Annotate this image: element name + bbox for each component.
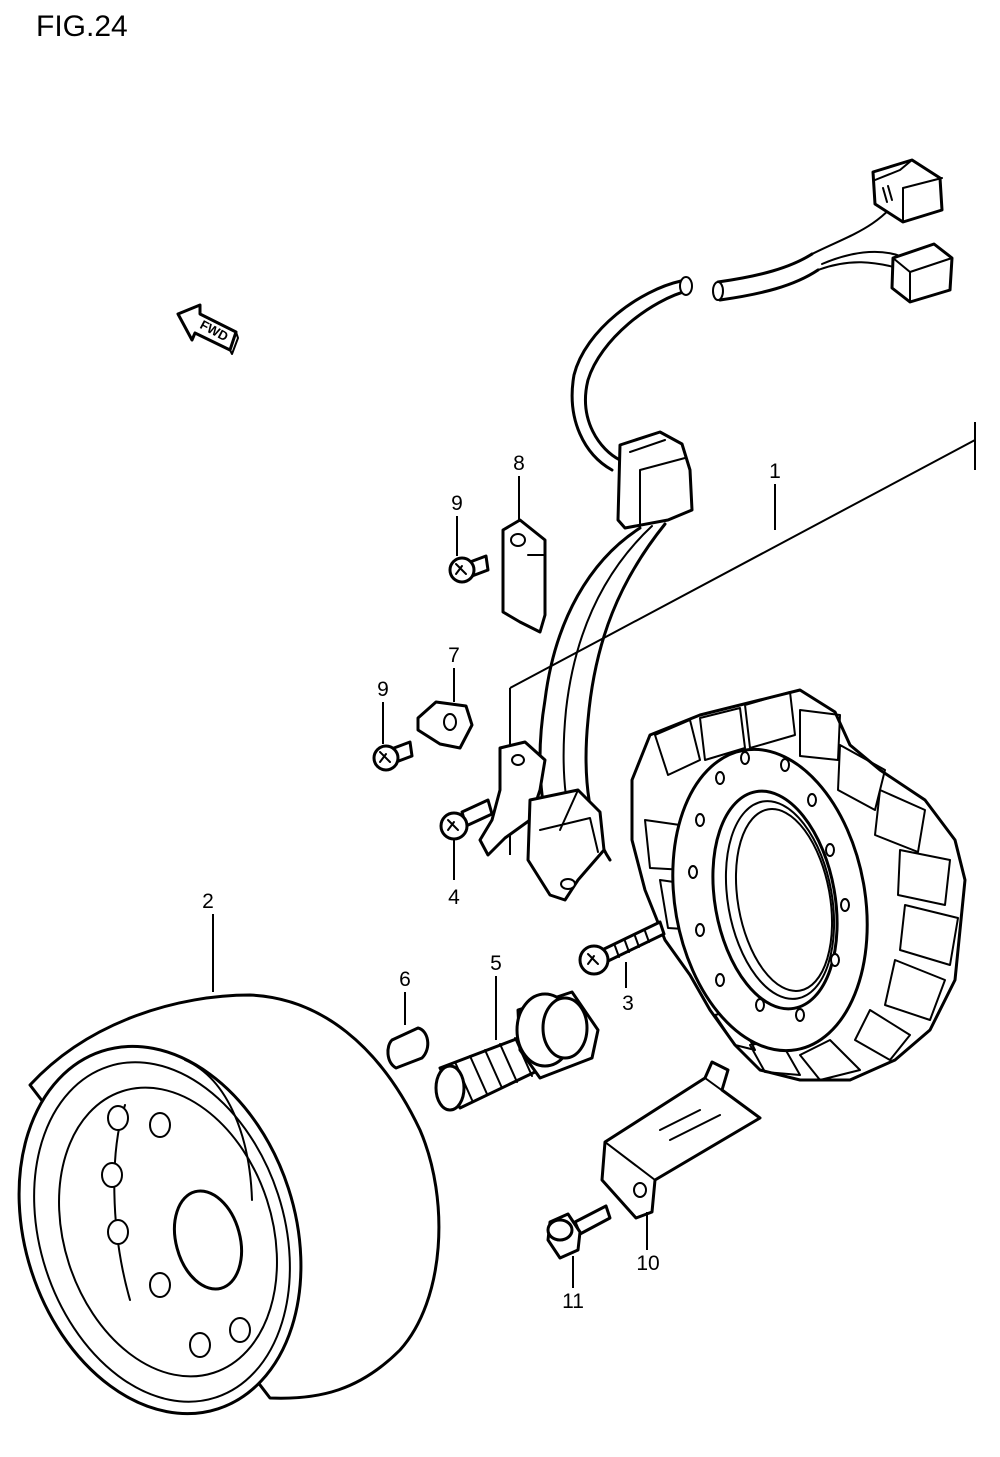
callout-10: 10 bbox=[636, 1252, 659, 1275]
stator-bolt-holes bbox=[688, 751, 850, 1022]
callout-9-lower: 9 bbox=[377, 678, 389, 701]
part-2-rotor bbox=[17, 993, 441, 1416]
part-7-clamp bbox=[416, 700, 474, 750]
callout-7: 7 bbox=[448, 644, 460, 667]
callout-1: 1 bbox=[769, 460, 781, 483]
stator-assembly bbox=[478, 158, 976, 1082]
callout-9-upper: 9 bbox=[451, 492, 463, 515]
callout-5: 5 bbox=[490, 952, 502, 975]
part-9-screw-lower bbox=[372, 740, 414, 772]
part-8-clamp-plate bbox=[501, 518, 547, 634]
part-10-bracket bbox=[600, 1060, 762, 1220]
part-5-rotor-bolt bbox=[434, 990, 600, 1112]
part-3-bolt bbox=[578, 920, 666, 976]
part-6-key bbox=[386, 1026, 430, 1070]
part-9-screw-upper bbox=[448, 554, 490, 584]
callout-8: 8 bbox=[513, 452, 525, 475]
fwd-arrow-icon: FWD bbox=[176, 303, 239, 355]
part-4-screw bbox=[439, 798, 494, 841]
callout-4: 4 bbox=[448, 886, 460, 909]
leader-lines bbox=[212, 476, 776, 1288]
callout-2: 2 bbox=[202, 890, 214, 913]
part-11-bolt bbox=[546, 1204, 612, 1260]
callout-6: 6 bbox=[399, 968, 411, 991]
callout-labels: 1 2 3 4 5 6 7 8 9 9 10 11 bbox=[202, 452, 781, 1313]
figure-title: FIG.24 bbox=[36, 10, 128, 43]
stator-core bbox=[630, 688, 967, 1082]
callout-11: 11 bbox=[562, 1290, 584, 1313]
callout-3: 3 bbox=[622, 992, 634, 1015]
rotor-holes bbox=[101, 1105, 251, 1358]
